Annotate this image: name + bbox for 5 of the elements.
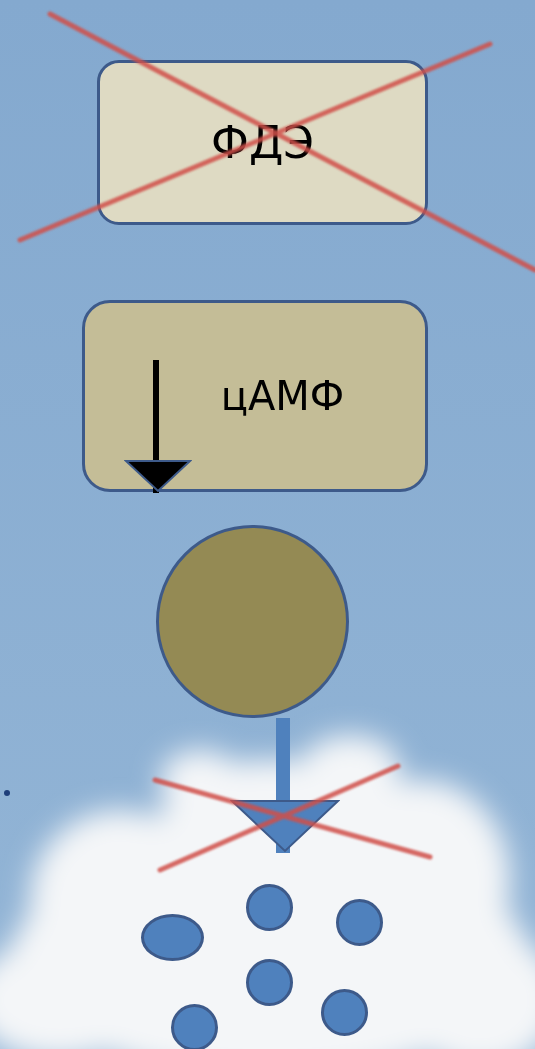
label-box (97, 60, 428, 225)
node-label: ФДЭ (211, 117, 314, 168)
arrow (125, 360, 191, 493)
label-box (82, 300, 428, 492)
node-label: цАМФ (220, 373, 345, 419)
